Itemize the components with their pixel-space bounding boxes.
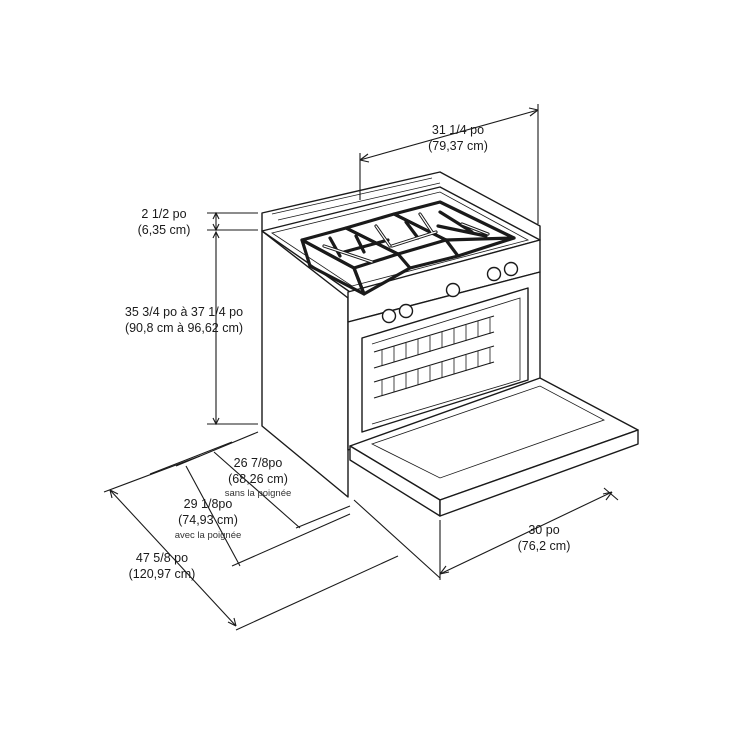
depth-no-handle-imperial: 26 7/8po — [234, 456, 283, 470]
width-front-metric: (76,2 cm) — [518, 539, 571, 553]
control-knobs — [381, 261, 519, 324]
width-top-imperial: 31 1/4 po — [432, 123, 484, 137]
oven-rack-upper — [373, 315, 495, 369]
depth-no-handle-note: sans la poignée — [225, 488, 292, 499]
height-imperial: 35 3/4 po à 37 1/4 po — [125, 305, 243, 319]
depth-no-handle-metric: (68,26 cm) — [228, 472, 288, 486]
depth-with-handle-note: avec la poignée — [175, 530, 242, 541]
width-front-imperial: 30 po — [528, 523, 559, 537]
depth-door-open-imperial: 47 5/8 po — [136, 551, 188, 565]
width-top-dimension-line — [359, 104, 539, 224]
depth-with-handle-metric: (74,93 cm) — [178, 513, 238, 527]
depth-with-handle-dimension-line — [149, 441, 351, 567]
range-side-panel — [261, 230, 349, 498]
depth-door-open-metric: (120,97 cm) — [129, 567, 196, 581]
burner-grates — [300, 200, 516, 296]
width-top-metric: (79,37 cm) — [428, 139, 488, 153]
width-front-dimension-line — [353, 487, 619, 580]
backguard-dimension-line — [207, 211, 258, 232]
backguard-imperial: 2 1/2 po — [141, 207, 186, 221]
oven-cavity — [361, 287, 529, 433]
height-dimension-line — [207, 230, 258, 426]
height-metric: (90,8 cm à 96,62 cm) — [125, 321, 243, 335]
backguard-metric: (6,35 cm) — [138, 223, 191, 237]
depth-door-open-dimension-line — [103, 455, 399, 631]
oven-door-window — [370, 385, 605, 479]
depth-with-handle-imperial: 29 1/8po — [184, 497, 233, 511]
oven-rack-lower — [373, 345, 495, 399]
